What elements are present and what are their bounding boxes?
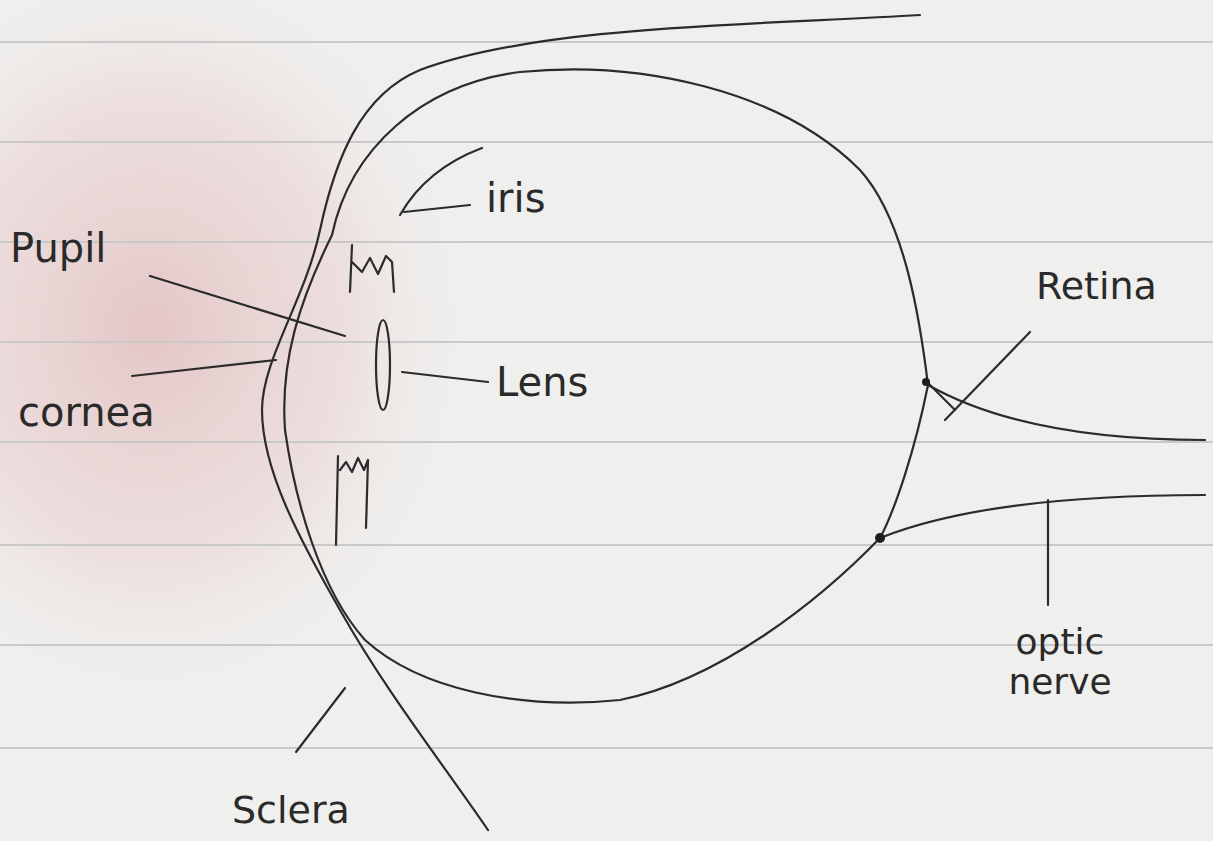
leader-line: [296, 688, 345, 752]
eyeball-outline: [284, 69, 928, 702]
leader-line: [402, 372, 488, 382]
leader-line: [132, 360, 276, 376]
part-label: Lens: [496, 360, 588, 404]
leader-line: [404, 205, 470, 212]
part-label: iris: [486, 176, 546, 220]
leader-line: [150, 276, 345, 336]
part-label: Retina: [1036, 266, 1157, 308]
ruled-lines: [0, 42, 1213, 748]
part-label: Pupil: [10, 226, 106, 270]
junction-dot: [922, 378, 930, 386]
paper-tint: [0, 0, 480, 710]
leader-line: [945, 332, 1030, 420]
leader-line: [925, 380, 955, 410]
lens-shape: [376, 320, 390, 410]
optic-nerve-lower: [880, 495, 1205, 538]
leader-line: [400, 148, 482, 215]
part-label: optic nerve: [985, 622, 1135, 701]
part-label: Sclera: [232, 790, 350, 832]
leader-line: [1047, 500, 1049, 605]
junction-dot: [875, 533, 885, 543]
iris-lower: [336, 456, 368, 545]
part-label: cornea: [18, 390, 155, 434]
iris-upper: [350, 245, 394, 292]
